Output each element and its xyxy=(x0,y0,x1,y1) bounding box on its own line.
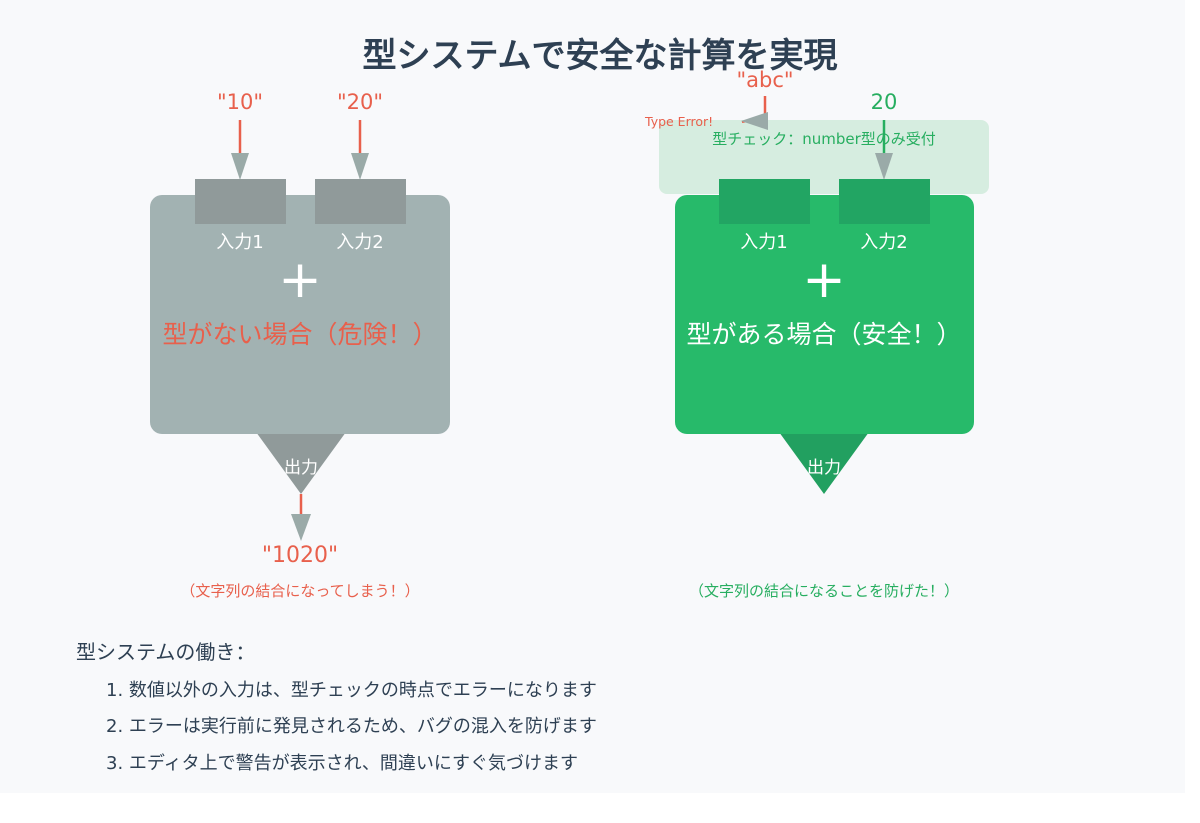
right-input1-value: "abc" xyxy=(736,68,794,92)
left-input1-value: "10" xyxy=(216,90,264,114)
right-output-label: 出力 xyxy=(807,458,841,478)
right-input1-port xyxy=(719,179,810,224)
right-input2-label: 入力2 xyxy=(860,232,908,253)
left-input2-port xyxy=(315,179,406,224)
left-input1-port xyxy=(195,179,286,224)
left-output-label: 出力 xyxy=(284,458,318,478)
left-input1-arrow-head xyxy=(231,153,249,180)
type-error-label: Type Error! xyxy=(645,114,714,129)
left-result-value: "1020" xyxy=(261,543,339,568)
left-note: （文字列の結合になってしまう！） xyxy=(180,582,420,600)
right-note: （文字列の結合になることを防げた！） xyxy=(688,582,960,600)
left-input1-label: 入力1 xyxy=(216,232,264,253)
left-operation-box xyxy=(150,195,450,434)
right-operation-box xyxy=(675,195,974,434)
left-input2-value: "20" xyxy=(336,90,384,114)
type-check-label: 型チェック：number型のみ受付 xyxy=(712,130,936,148)
page-title: 型システムで安全な計算を実現 xyxy=(362,36,838,76)
left-box-title: 型がない場合（危険！） xyxy=(162,320,438,349)
diagram-canvas: 型システムで安全な計算を実現 "10" "20" 入力1 入力2 + 型がない場… xyxy=(76,36,989,774)
right-input2-port xyxy=(839,179,930,224)
left-input2-label: 入力2 xyxy=(336,232,384,253)
type-system-step: 3. エディタ上で警告が表示され、間違いにすぐ気づけます xyxy=(106,753,578,774)
type-system-step: 2. エラーは実行前に発見されるため、バグの混入を防げます xyxy=(106,716,597,737)
left-input2-arrow-head xyxy=(351,153,369,180)
right-box-title: 型がある場合（安全！） xyxy=(686,320,962,349)
type-system-step: 1. 数値以外の入力は、型チェックの時点でエラーになります xyxy=(106,680,597,701)
left-plus-operator: + xyxy=(278,250,322,310)
type-error-arrow-head xyxy=(741,112,768,130)
right-input2-value: 20 xyxy=(870,90,898,114)
right-input2-arrow-head xyxy=(875,153,893,180)
left-output-arrow-head xyxy=(291,514,311,541)
diagram-graphics xyxy=(150,96,989,541)
left-output-port xyxy=(256,432,346,494)
type-system-heading: 型システムの働き： xyxy=(76,640,256,664)
type-check-band xyxy=(659,120,989,194)
right-plus-operator: + xyxy=(802,250,846,310)
right-input1-label: 入力1 xyxy=(740,232,788,253)
right-output-port xyxy=(779,432,869,494)
